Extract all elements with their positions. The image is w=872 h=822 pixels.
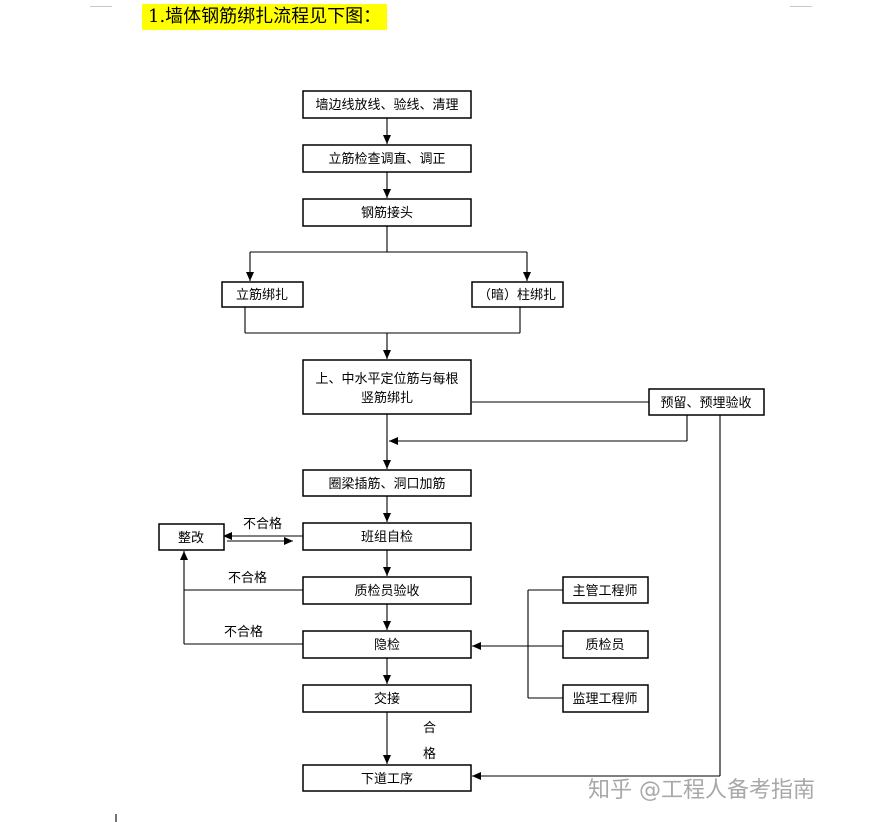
- node-concealed-check: 隐检: [302, 630, 472, 659]
- node-rebar-straighten: 立筋检查调直、调正: [302, 144, 472, 173]
- page-corner-mark-right: [790, 0, 812, 7]
- node-embed-check-label: 预留、预埋验收: [660, 395, 751, 411]
- node-quality-inspector: 质检员: [562, 630, 649, 659]
- node-column-tie-label: （暗）柱绑扎: [478, 288, 556, 303]
- node-site-layout-label: 墙边线放线、验线、清理: [315, 97, 458, 113]
- page-corner-mark-left: [90, 0, 112, 7]
- node-handover-label: 交接: [374, 691, 400, 707]
- label-fail-concealed: 不合格: [224, 624, 263, 640]
- node-rebar-straighten-label: 立筋检查调直、调正: [328, 151, 445, 167]
- node-supervising-engineer: 监理工程师: [562, 684, 649, 713]
- node-supervising-engineer-label: 监理工程师: [572, 692, 637, 707]
- node-team-self-check: 班组自检: [302, 522, 472, 551]
- node-rebar-joint: 钢筋接头: [302, 198, 472, 227]
- node-next-process-label: 下道工序: [361, 772, 413, 787]
- node-chief-engineer-label: 主管工程师: [572, 584, 637, 599]
- node-quality-inspector-label: 质检员: [585, 638, 624, 653]
- node-site-layout: 墙边线放线、验线、清理: [302, 90, 472, 119]
- node-concealed-check-label: 隐检: [374, 638, 400, 653]
- node-rectify: 整改: [158, 523, 225, 551]
- node-horizontal-tie: 上、中水平定位筋与每根 竖筋绑扎: [302, 359, 472, 415]
- watermark-text: 知乎 @工程人备考指南: [588, 778, 815, 803]
- label-fail-team-check: 不合格: [243, 516, 282, 532]
- node-qc-accept-label: 质检员验收: [354, 583, 419, 599]
- node-column-tie: （暗）柱绑扎: [471, 281, 564, 308]
- section-heading: 1.墙体钢筋绑扎流程见下图：: [142, 4, 388, 30]
- node-chief-engineer: 主管工程师: [562, 576, 649, 604]
- node-horizontal-tie-line2: 竖筋绑扎: [361, 390, 413, 406]
- node-next-process: 下道工序: [302, 764, 472, 792]
- node-horizontal-tie-line1: 上、中水平定位筋与每根: [315, 371, 458, 387]
- node-embed-check: 预留、预埋验收: [648, 388, 765, 416]
- label-pass-char1: 合: [423, 721, 436, 736]
- node-handover: 交接: [302, 684, 472, 713]
- node-ringbeam: 圈梁插筋、洞口加筋: [302, 469, 472, 497]
- node-qc-accept: 质检员验收: [302, 576, 472, 605]
- node-rebar-joint-label: 钢筋接头: [361, 205, 413, 221]
- connectors: [180, 118, 721, 780]
- node-rectify-label: 整改: [178, 531, 204, 546]
- node-vertical-tie-label: 立筋绑扎: [236, 287, 288, 303]
- label-fail-qc: 不合格: [228, 570, 267, 586]
- node-ringbeam-label: 圈梁插筋、洞口加筋: [328, 476, 445, 492]
- node-vertical-tie: 立筋绑扎: [221, 281, 304, 308]
- node-team-self-check-label: 班组自检: [361, 530, 413, 545]
- label-pass-char2: 格: [423, 746, 436, 762]
